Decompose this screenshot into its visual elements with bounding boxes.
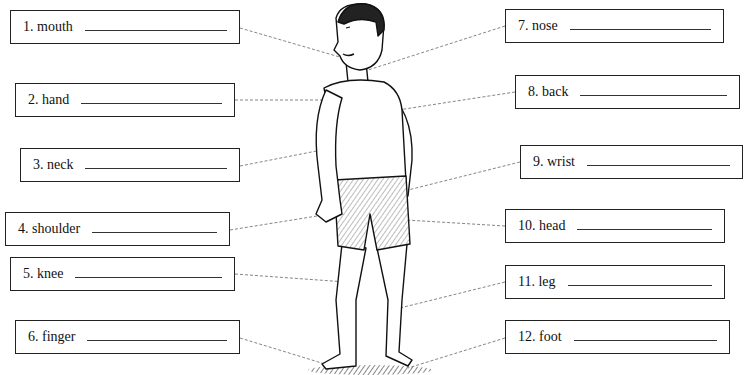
- part-label: 10. head: [518, 218, 565, 234]
- front-arm: [316, 90, 342, 222]
- answer-box: 5. knee: [10, 257, 235, 291]
- shorts-shading: [334, 176, 410, 250]
- answer-box: 7. nose: [505, 9, 724, 43]
- answer-box: 4. shoulder: [5, 212, 230, 246]
- part-label: 3. neck: [33, 157, 73, 173]
- answer-box: 1. mouth: [10, 10, 240, 44]
- leader-line: [408, 162, 520, 190]
- fill-in-blank: [87, 340, 227, 341]
- fill-in-blank: [574, 340, 717, 341]
- front-leg: [322, 244, 366, 369]
- leader-line: [406, 220, 505, 226]
- part-label: 7. nose: [518, 18, 558, 34]
- fill-in-blank: [92, 232, 217, 233]
- answer-box: 12. foot: [505, 320, 730, 354]
- leader-line: [398, 92, 515, 110]
- eye: [346, 27, 350, 28]
- leader-line: [240, 28, 350, 60]
- fill-in-blank: [580, 95, 727, 96]
- part-label: 2. hand: [28, 92, 69, 108]
- leader-line: [400, 282, 505, 308]
- leader-line: [408, 338, 505, 368]
- answer-box: 6. finger: [15, 320, 240, 354]
- answer-box: 3. neck: [20, 148, 240, 182]
- leader-lines: [230, 26, 520, 368]
- answer-box: 10. head: [505, 209, 725, 243]
- answer-box: 8. back: [515, 75, 740, 109]
- fill-in-blank: [587, 165, 730, 166]
- fill-in-blank: [577, 229, 712, 230]
- part-label: 5. knee: [23, 266, 63, 282]
- part-label: 9. wrist: [533, 154, 575, 170]
- leader-line: [235, 274, 346, 282]
- fill-in-blank: [570, 29, 711, 30]
- part-label: 11. leg: [518, 274, 556, 290]
- answer-box: 11. leg: [505, 265, 725, 299]
- smile: [343, 54, 354, 56]
- shorts: [334, 176, 410, 250]
- hair: [338, 4, 384, 36]
- part-label: 12. foot: [518, 329, 562, 345]
- answer-box: 2. hand: [15, 83, 235, 117]
- back-leg: [377, 244, 412, 366]
- part-label: 1. mouth: [23, 19, 73, 35]
- fill-in-blank: [75, 277, 222, 278]
- part-label: 4. shoulder: [18, 221, 80, 237]
- fill-in-blank: [85, 30, 227, 31]
- fill-in-blank: [568, 285, 712, 286]
- part-label: 6. finger: [28, 329, 75, 345]
- man-figure: [308, 4, 432, 375]
- fill-in-blank: [81, 103, 222, 104]
- fill-in-blank: [85, 168, 227, 169]
- part-label: 8. back: [528, 84, 568, 100]
- answer-box: 9. wrist: [520, 145, 743, 179]
- head: [334, 4, 384, 70]
